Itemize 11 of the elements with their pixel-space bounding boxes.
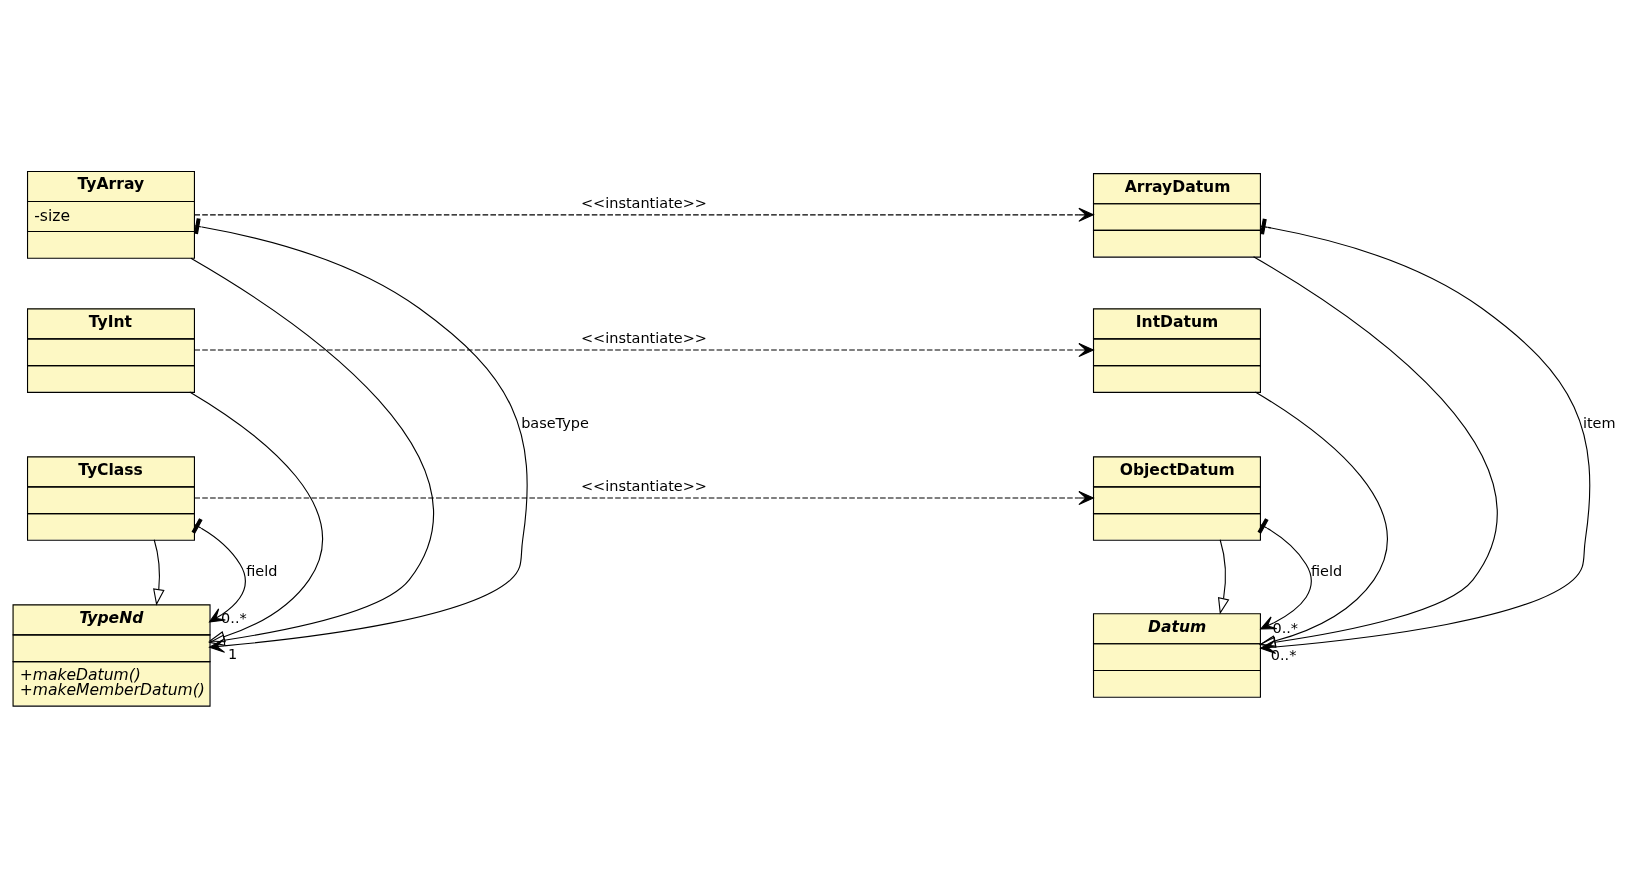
edge-label: <<instantiate>> [581,329,707,346]
edge-label: baseType [521,414,589,431]
label: 0..* [1270,647,1297,664]
label: 1 [228,646,238,663]
label: 0..* [1272,619,1299,636]
edge-label: item [1582,414,1616,431]
label: 0..* [221,610,247,627]
edge-label: <<instantiate>> [581,194,707,211]
edge-label: <<instantiate>> [581,477,707,494]
edge-label: field [246,562,278,579]
edge-label: field [1311,562,1343,579]
